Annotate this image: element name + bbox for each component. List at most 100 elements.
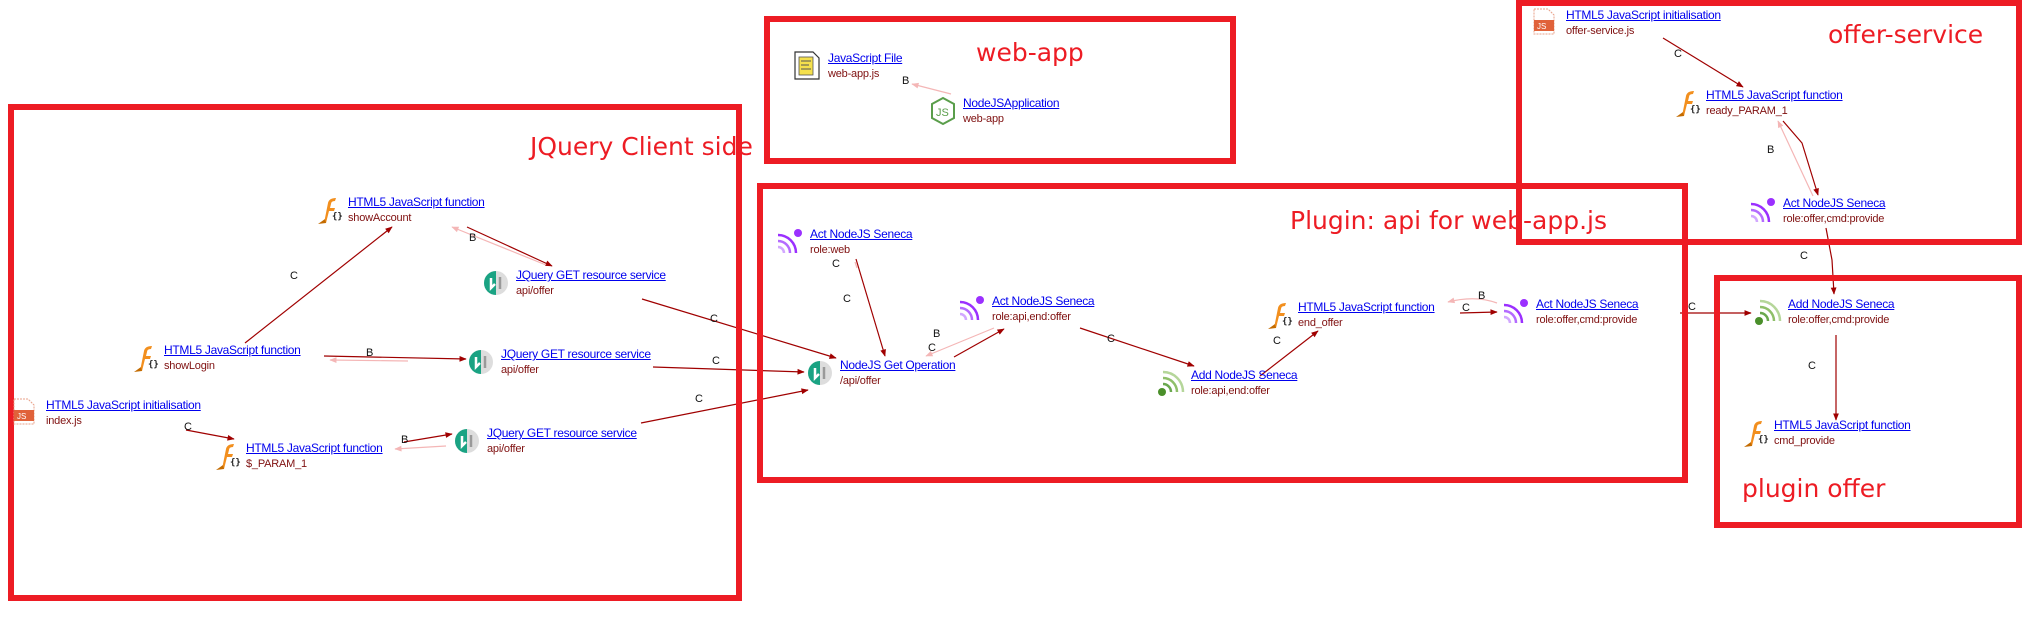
node-name: role:offer,cmd:provide [1788, 314, 1890, 326]
node-ready-param-1[interactable]: {} HTML5 JavaScript function ready_PARAM_… [1672, 88, 1843, 119]
node-name: role:offer,cmd:provide [1783, 213, 1885, 225]
frame-title-plugin-offer: plugin offer [1742, 474, 1886, 503]
edge-label: C [184, 421, 192, 433]
edge-label: B [401, 434, 409, 446]
frame-jquery-client-side [8, 104, 742, 601]
node-name: /api/offer [840, 375, 881, 387]
node-name: cmd_provide [1774, 435, 1835, 447]
node-type-link[interactable]: Add NodeJS Seneca [1788, 297, 1895, 311]
edge-actweb-getop [855, 258, 886, 357]
js-function-icon: {} [314, 195, 343, 225]
edge-jq3-getop [640, 388, 809, 424]
edge-label: C [1273, 335, 1281, 347]
node-jquery-get-3[interactable]: JQuery GET resource service api/offer [453, 426, 637, 457]
node-name: web-app [963, 113, 1004, 125]
edge-label: B [469, 232, 477, 244]
node-add-seneca-offer[interactable]: Add NodeJS Seneca role:offer,cmd:provide [1754, 297, 1895, 328]
get-resource-icon [467, 347, 495, 377]
edge-label: B [1478, 290, 1486, 302]
node-param-1[interactable]: {} HTML5 JavaScript function$_PARAM_1 [212, 441, 383, 472]
js-function-icon: {} [1672, 88, 1701, 118]
edge-label: C [695, 393, 703, 405]
node-web-app-js[interactable]: JavaScript File web-app.js [794, 51, 903, 82]
edge-ready-actoffer2 [1782, 120, 1819, 196]
node-jquery-get-2[interactable]: JQuery GET resource service api/offer [467, 347, 651, 378]
node-type-link[interactable]: JQuery GET resource service [487, 426, 637, 440]
svg-text:JS: JS [17, 412, 26, 421]
node-name: api/offer [487, 443, 525, 455]
edge-label: B [902, 75, 910, 87]
edge-getop-actapi [953, 328, 1005, 358]
svg-text:JS: JS [1537, 22, 1546, 31]
node-type-link[interactable]: NodeJS Get Operation [840, 358, 956, 372]
edge-label: B [366, 347, 374, 359]
node-name: role:api,end:offer [1191, 385, 1270, 397]
node-index-js[interactable]: JS HTML5 JavaScript initialisation index.… [12, 398, 201, 429]
edge-param-jq3 [403, 432, 453, 443]
edge-label: C [712, 355, 720, 367]
edge-label: B [933, 328, 941, 340]
node-type-link[interactable]: JQuery GET resource service [516, 268, 666, 282]
node-name: api/offer [501, 364, 539, 376]
frame-title-web-app: web-app [976, 38, 1084, 67]
add-seneca-icon [1157, 368, 1185, 398]
node-add-seneca-api[interactable]: Add NodeJS Seneca role:api,end:offer [1157, 368, 1298, 399]
frame-plugin-api [757, 183, 1688, 483]
node-type-link[interactable]: Act NodeJS Seneca [992, 294, 1095, 308]
frame-title-offer-service: offer-service [1828, 20, 1984, 49]
node-type-link[interactable]: Add NodeJS Seneca [1191, 368, 1298, 382]
node-type-link[interactable]: HTML5 JavaScript function [1298, 300, 1435, 314]
frame-title-plugin-api: Plugin: api for web-app.js [1290, 206, 1607, 235]
edge-back-jq1-showaccount [451, 226, 547, 266]
act-seneca-icon [1502, 297, 1530, 327]
node-name: showAccount [348, 212, 412, 224]
node-type-link[interactable]: JQuery GET resource service [501, 347, 651, 361]
node-type-link[interactable]: Act NodeJS Seneca [1536, 297, 1639, 311]
node-name: web-app.js [828, 68, 880, 80]
edge-back-nodeapp-webappjs [911, 82, 952, 95]
node-type-link[interactable]: Act NodeJS Seneca [810, 227, 913, 241]
node-type-link[interactable]: NodeJSApplication [963, 96, 1060, 110]
node-nodejs-get-operation[interactable]: NodeJS Get Operation/api/offer [806, 358, 956, 389]
node-name: showLogin [164, 360, 215, 372]
edge-label: C [1800, 250, 1808, 262]
frame-offer-service [1516, 0, 2022, 245]
node-type-link[interactable]: JavaScript File [828, 51, 903, 65]
act-seneca-icon [776, 227, 804, 257]
get-resource-icon [482, 268, 510, 298]
node-type-link[interactable]: HTML5 JavaScript initialisation [1566, 8, 1721, 22]
edge-showaccount-jq1 [466, 226, 553, 267]
node-act-seneca-offer-service[interactable]: Act NodeJS Seneca role:offer,cmd:provide [1749, 196, 1886, 227]
node-name: ready_PARAM_1 [1706, 105, 1788, 117]
get-resource-icon [806, 358, 834, 388]
js-file-icon: JS [12, 398, 40, 428]
node-name: $_PARAM_1 [246, 458, 307, 470]
node-type-link[interactable]: HTML5 JavaScript function [246, 441, 383, 455]
edge-jq2-getop [652, 366, 805, 375]
node-type-link[interactable]: HTML5 JavaScript function [348, 195, 485, 209]
edge-back-actapi-getop [925, 327, 995, 357]
add-seneca-icon [1754, 297, 1782, 327]
edge-back-actweb-getop [854, 261, 858, 269]
frame-title-jquery: JQuery Client side [530, 132, 753, 161]
node-type-link[interactable]: HTML5 JavaScript function [1774, 418, 1911, 432]
edge-addapi-endoffer [1259, 330, 1319, 377]
node-type-link[interactable]: HTML5 JavaScript function [164, 343, 301, 357]
node-type-link[interactable]: HTML5 JavaScript initialisation [46, 398, 201, 412]
edge-label: C [1107, 333, 1115, 345]
node-type-link[interactable]: Act NodeJS Seneca [1783, 196, 1886, 210]
edge-back-jq2-showlogin [329, 357, 409, 363]
node-showaccount[interactable]: {} HTML5 JavaScript function showAccount [314, 195, 485, 226]
node-type-link[interactable]: HTML5 JavaScript function [1706, 88, 1843, 102]
node-name: index.js [46, 415, 82, 427]
